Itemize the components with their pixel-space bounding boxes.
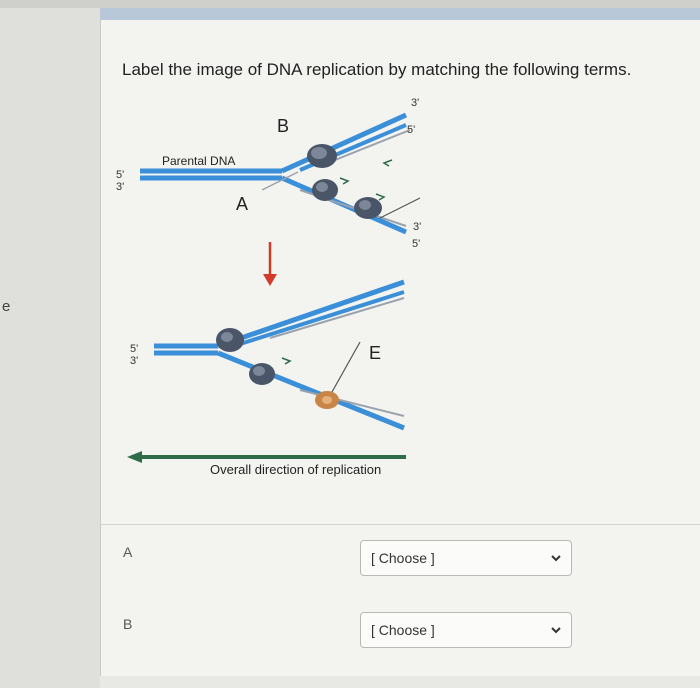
polymerase-lower: [354, 197, 382, 219]
top-three-prime: 3': [116, 181, 124, 193]
polymerase-upper: [312, 179, 338, 201]
select-value-a: [ Choose ]: [371, 550, 435, 566]
chevron-down-icon: [551, 555, 561, 562]
bottom-upper-arm: [217, 279, 405, 349]
small-arrow-3: [382, 159, 393, 167]
upper-arm-strand: [280, 112, 408, 174]
bottom-strip: [100, 676, 700, 688]
choose-select-b[interactable]: [ Choose ]: [360, 612, 572, 648]
header-band: [100, 8, 700, 20]
bottom-lower-gray: [299, 389, 405, 417]
letter-a: A: [236, 194, 248, 214]
direction-arrow-head: [127, 451, 142, 463]
bottom-five-prime: 5': [130, 343, 138, 355]
c-five-prime: 5': [407, 124, 415, 136]
letter-b: B: [277, 116, 289, 136]
question-prompt: Label the image of DNA replication by ma…: [122, 60, 632, 79]
small-arrow-1: [339, 177, 350, 185]
letter-e: E: [369, 343, 381, 363]
red-arrow-head: [263, 274, 277, 286]
c-three-prime: 3': [411, 97, 419, 109]
side-edge-text: e: [2, 298, 11, 315]
top-five-prime: 5': [116, 169, 124, 181]
pointer-a-line: [261, 171, 299, 191]
upper-arm-gray: [329, 129, 411, 163]
bottom-upper-new: [239, 290, 405, 346]
row-label-a: A: [123, 544, 133, 560]
pointer-d-line: [379, 197, 421, 219]
bottom-upper-gray: [269, 297, 405, 339]
select-value-b: [ Choose ]: [371, 622, 435, 638]
top-strip: [0, 0, 700, 8]
section-divider: [100, 524, 700, 525]
bottom-three-prime: 3': [130, 355, 138, 367]
bottom-helicase: [216, 328, 244, 352]
helicase-top: [307, 144, 337, 168]
bottom-lower-arm: [217, 350, 405, 431]
small-arrow-2: [375, 193, 386, 201]
bottom-small-arrow: [281, 357, 292, 365]
d-five-prime: 5': [412, 238, 420, 250]
dna-replication-diagram: 5' 3' Parental DNA A B C 3' 5' D 3' 5' E…: [116, 97, 421, 477]
bottom-polymerase: [249, 363, 275, 385]
d-three-prime: 3': [413, 221, 421, 233]
pointer-e-line: [331, 341, 361, 393]
choose-select-a[interactable]: [ Choose ]: [360, 540, 572, 576]
overall-direction-label: Overall direction of replication: [210, 462, 381, 477]
chevron-down-icon: [551, 627, 561, 634]
sliding-clamp-ring: [315, 391, 339, 409]
parental-dna-label: Parental DNA: [162, 154, 235, 168]
row-label-b: B: [123, 616, 133, 632]
